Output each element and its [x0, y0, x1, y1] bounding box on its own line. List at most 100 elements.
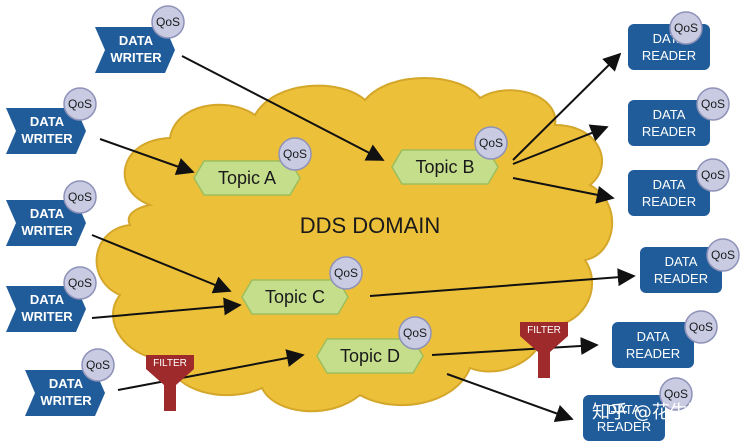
reader-5-label-line: READER [626, 346, 680, 361]
qos-badge-circle [659, 377, 693, 411]
reader-5-qos-icon: QoS [684, 310, 718, 344]
writer-5-label-line: DATA [49, 376, 84, 391]
arrow-writer-5-to-topic-d [117, 349, 305, 391]
qos-badge-label: QoS [283, 147, 307, 161]
reader-1-label-line: READER [642, 48, 696, 63]
reader-6-shape [583, 395, 665, 441]
qos-badge-label: QoS [156, 15, 180, 29]
reader-5-shape [612, 322, 694, 368]
filter-icon: FILTER [146, 355, 194, 411]
topic-c-qos-icon: QoS [329, 256, 363, 290]
connection-arrows [91, 52, 636, 422]
filter-label: FILTER [153, 358, 187, 369]
writer-5-label-line: WRITER [40, 393, 92, 408]
qos-badge-circle [696, 158, 730, 192]
reader-6-label-line: READER [597, 419, 651, 434]
topic-b[interactable]: Topic B QoS [391, 126, 508, 185]
qos-badge-circle [63, 180, 97, 214]
qos-badge-label: QoS [674, 21, 698, 35]
data-writers: DATAWRITERQoSDATAWRITERQoSDATAWRITERQoSD… [6, 5, 185, 416]
writer-2-label-line: DATA [30, 114, 65, 129]
filter-funnel-shape [146, 355, 194, 411]
arrow-writer-4-to-topic-c [91, 297, 242, 319]
filter-funnel-shape [520, 322, 568, 378]
reader-2-label-line: DATA [653, 107, 686, 122]
writer-1-label-line: DATA [119, 33, 154, 48]
reader-6-qos-icon: QoS [659, 377, 693, 411]
topic-d-label: Topic D [340, 346, 400, 366]
reader-5[interactable]: DATA READER QoS [612, 310, 718, 368]
writer-5[interactable]: DATA WRITER QoS [25, 348, 115, 416]
qos-badge-label: QoS [701, 97, 725, 111]
domain-label: DDS DOMAIN [300, 213, 441, 238]
arrow-topic-c-to-reader-4 [369, 268, 636, 297]
topic-c-label: Topic C [265, 287, 325, 307]
reader-1-qos-icon: QoS [669, 11, 703, 45]
reader-4-qos-icon: QoS [706, 238, 740, 272]
writer-4-shape [6, 286, 86, 332]
reader-3-label-line: DATA [653, 177, 686, 192]
qos-badge-circle [278, 137, 312, 171]
reader-4-label-line: DATA [665, 254, 698, 269]
qos-badge-circle [669, 11, 703, 45]
writer-1-qos-icon: QoS [151, 5, 185, 39]
reader-3-shape [628, 170, 710, 216]
watermark-text: 知乎 @花生狗 [592, 402, 706, 423]
qos-badge-label: QoS [711, 248, 735, 262]
filter-label: FILTER [527, 325, 561, 336]
writer-3-shape [6, 200, 86, 246]
topic-b-qos-icon: QoS [474, 126, 508, 160]
qos-badge-label: QoS [479, 136, 503, 150]
topic-d-qos-icon: QoS [398, 316, 432, 350]
reader-4-label-line: READER [654, 271, 708, 286]
qos-badge-circle [398, 316, 432, 350]
arrow-topic-d-to-reader-6 [446, 373, 574, 422]
arrow-topic-b-to-reader-3 [512, 177, 615, 204]
arrow-topic-d-to-reader-5 [431, 336, 599, 356]
arrow-writer-2-to-topic-a [99, 138, 195, 176]
writer-1-label-line: WRITER [110, 50, 162, 65]
arrow-topic-b-to-reader-2 [512, 124, 609, 165]
reader-5-label-line: DATA [637, 329, 670, 344]
data-readers: DATAREADERQoSDATAREADERQoSDATAREADERQoSD… [583, 11, 740, 441]
topic-b-label: Topic B [415, 157, 474, 177]
topic-c-shape [241, 279, 349, 315]
reader-2-qos-icon: QoS [696, 87, 730, 121]
qos-badge-circle [329, 256, 363, 290]
topic-b-shape [391, 149, 499, 185]
writer-4-label-line: DATA [30, 292, 65, 307]
writer-2-label-line: WRITER [21, 131, 73, 146]
writer-3-qos-icon: QoS [63, 180, 97, 214]
writer-5-shape [25, 370, 105, 416]
filter-icon: FILTER [520, 322, 568, 378]
reader-3-label-line: READER [642, 194, 696, 209]
qos-badge-circle [81, 348, 115, 382]
writer-4-qos-icon: QoS [63, 266, 97, 300]
writer-5-qos-icon: QoS [81, 348, 115, 382]
reader-3-qos-icon: QoS [696, 158, 730, 192]
writer-1-shape [95, 27, 175, 73]
qos-badge-circle [684, 310, 718, 344]
qos-badge-circle [63, 266, 97, 300]
topic-d-shape [316, 338, 424, 374]
arrow-topic-b-to-reader-1 [512, 52, 622, 161]
qos-badge-label: QoS [68, 97, 92, 111]
writer-2[interactable]: DATA WRITER QoS [6, 87, 97, 154]
topic-a-shape [193, 160, 301, 196]
reader-4-shape [640, 247, 722, 293]
reader-2-shape [628, 100, 710, 146]
qos-badge-label: QoS [689, 320, 713, 334]
writer-1[interactable]: DATA WRITER QoS [95, 5, 185, 73]
qos-badge-label: QoS [664, 387, 688, 401]
